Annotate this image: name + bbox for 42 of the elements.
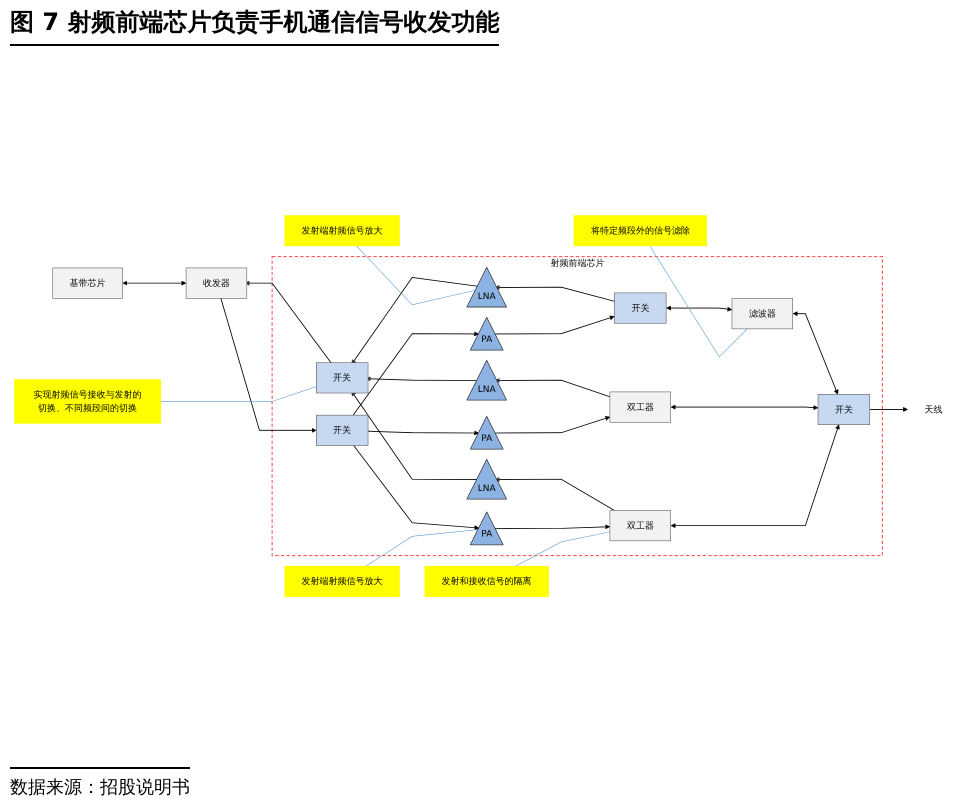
node-box <box>818 394 870 426</box>
arrow <box>494 316 615 335</box>
node-box <box>14 380 162 424</box>
connector <box>160 386 317 402</box>
arrow <box>368 430 479 436</box>
arrow <box>494 378 610 398</box>
figure-title: 图 7 射频前端芯片负责手机通信信号收发功能 <box>10 6 500 46</box>
connector <box>365 530 479 567</box>
node-text: 天线 <box>924 404 943 415</box>
node-box <box>284 216 400 247</box>
arrow <box>351 392 478 480</box>
cluster <box>272 256 883 557</box>
node-box <box>574 216 707 247</box>
node-box <box>732 298 793 330</box>
block-diagram: 射频前端芯片 实现射频信号接收与发射的切换、不同频段间的切换 发射端射频信号放大 将特定频段外的信号滤除 开关 开关 LNA PA LNA PA LNA PA 开关 滤波器 双工器 双工器 开关 基带芯片 收发器 天线 发射端射频信号放大 发射和接收信号的隔离 <box>10 211 964 602</box>
node-box <box>52 268 123 300</box>
node-box <box>424 566 549 598</box>
arrow <box>869 407 908 412</box>
arrow <box>792 312 838 395</box>
connector <box>356 246 476 306</box>
node-box <box>614 293 666 324</box>
arrow <box>122 281 186 286</box>
arrow <box>666 306 732 312</box>
arrow <box>351 278 478 365</box>
arrow <box>494 477 615 512</box>
arrow <box>220 298 316 434</box>
arrow <box>670 405 818 411</box>
connector <box>650 246 748 358</box>
arrow <box>670 424 840 529</box>
node-box <box>610 392 671 423</box>
node-box <box>316 362 368 394</box>
arrow <box>494 285 615 302</box>
node-box <box>610 510 671 542</box>
source-note: 数据来源：招股说明书 <box>10 767 190 799</box>
node-box <box>316 415 368 446</box>
arrow <box>352 332 479 416</box>
arrow <box>494 524 610 530</box>
node-box <box>284 566 400 598</box>
arrow <box>494 416 610 434</box>
connector <box>515 532 610 567</box>
arrow <box>353 446 480 531</box>
node-box <box>186 268 248 300</box>
